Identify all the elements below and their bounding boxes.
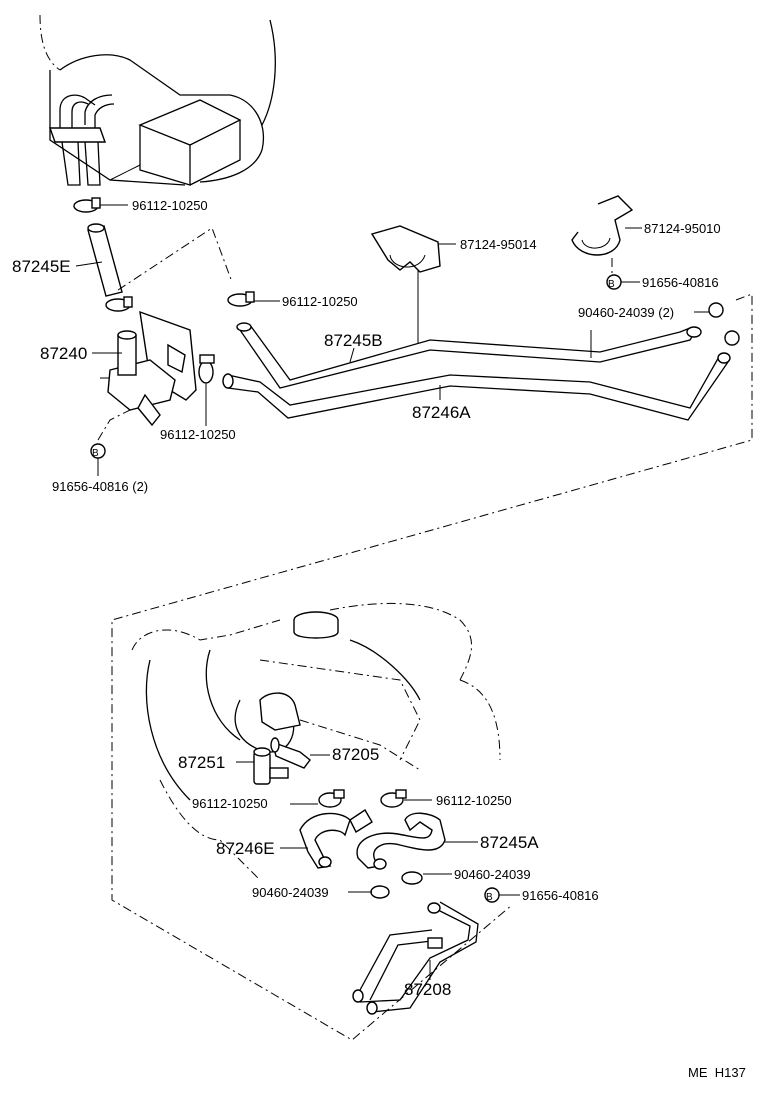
radiator-cap (293, 611, 339, 639)
label-91656-40816-c: 91656-40816 (522, 888, 599, 903)
hose-87245B (236, 322, 702, 389)
label-96112-10250-d: 96112-10250 (192, 796, 268, 811)
hose-87246A (222, 352, 731, 421)
label-90460-24039-c: 90460-24039 (252, 885, 329, 900)
hose-87245E (87, 223, 123, 297)
label-91656-40816-b: 91656-40816 (642, 275, 719, 290)
hose-clamp-valve-top (105, 296, 133, 312)
label-87246E: 87246E (216, 839, 275, 858)
label-90460-24039-2: 90460-24039 (2) (578, 305, 674, 320)
bolt-b-text-c: B (486, 892, 493, 903)
label-87124-95014: 87124-95014 (460, 237, 537, 252)
label-96112-10250-a: 96112-10250 (132, 198, 208, 213)
hose-87245A (356, 812, 446, 870)
hose-clamp-96112-b (198, 354, 215, 384)
label-87205: 87205 (332, 745, 379, 764)
label-96112-10250-e: 96112-10250 (436, 793, 512, 808)
hose-clamp-90460-a (708, 302, 740, 346)
label-91656-40816-2: 91656-40816 (2) (52, 479, 148, 494)
bracket-87124-95014 (370, 225, 441, 273)
hose-clamp-96112-c (227, 291, 255, 307)
label-87208: 87208 (404, 980, 451, 999)
hose-clamp-96112-d (318, 789, 345, 808)
label-87124-95010: 87124-95010 (644, 221, 721, 236)
engine-block-sketch (131, 602, 501, 881)
pipe-87208 (352, 901, 479, 1015)
bolt-b-text-a: B (92, 448, 99, 459)
hose-clamp-90460-c (370, 885, 390, 899)
union-87251 (253, 747, 289, 785)
label-87246A: 87246A (412, 403, 471, 422)
label-96112-10250-b: 96112-10250 (160, 427, 236, 442)
water-valve-87240 (100, 310, 197, 427)
label-87245B: 87245B (324, 331, 383, 350)
engine-outlet (259, 692, 301, 731)
pipe-87205 (270, 737, 311, 769)
bracket-87124-95010 (571, 195, 634, 256)
label-87251: 87251 (178, 753, 225, 772)
heater-unit-sketch (39, 14, 276, 186)
hose-clamp-96112-e (380, 789, 407, 808)
label-90460-24039-b: 90460-24039 (454, 867, 531, 882)
label-96112-10250-c: 96112-10250 (282, 294, 358, 309)
hose-87246E (299, 809, 373, 869)
diagram-code: ME H137 (688, 1065, 746, 1080)
hose-clamp-90460-b (401, 871, 423, 885)
bolt-b-text-b: B (608, 279, 615, 290)
label-87245E: 87245E (12, 257, 71, 276)
label-87245A: 87245A (480, 833, 539, 852)
label-87240: 87240 (40, 344, 87, 363)
hose-clamp-96112-a (73, 197, 101, 213)
